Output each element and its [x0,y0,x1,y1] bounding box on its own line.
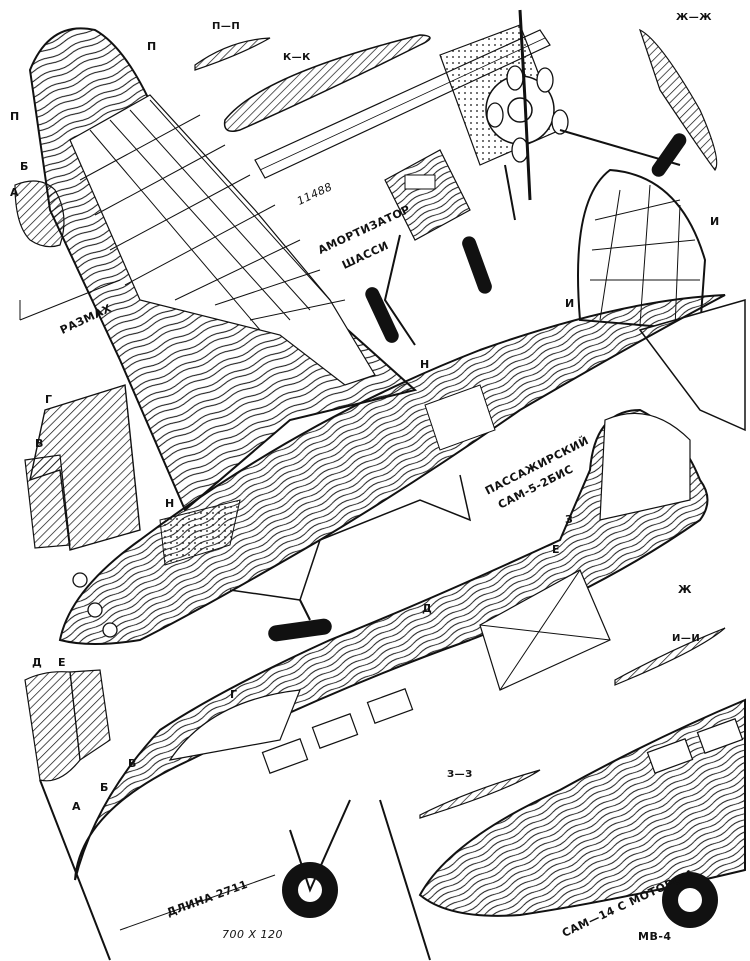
dimension-lines [19,279,276,931]
section-label-i: И—И [672,633,701,644]
marker-g-1: Г [45,393,53,406]
fuselage-sam14-motor [379,698,746,961]
marker-p-1: П [147,40,157,53]
marker-e-1: Е [552,543,561,556]
section-label-p: П—П [212,21,241,32]
marker-e-2: Е [58,656,67,669]
marker-v-1: В [35,437,44,450]
section-label-zh: Ж—Ж [676,12,712,23]
wing-planform [28,27,418,512]
marker-v-2: В [128,757,137,770]
marker-a-2: А [72,800,82,813]
marker-i-2: И [565,297,575,310]
marker-zh: Ж [678,583,692,596]
section-label-k: К—К [283,52,311,63]
engine-front-view [439,9,681,221]
fuselage-sam5 [58,294,726,645]
marker-n-2: Н [165,497,175,510]
size-label: 700 X 120 [222,928,284,941]
tail-fin [577,168,746,432]
section-profiles [14,28,726,819]
marker-b-2: Б [100,781,109,794]
motor-label: МВ-4 [638,930,672,943]
marker-n-1: Н [420,358,430,371]
marker-g-2: Г [230,688,238,701]
marker-d-1: Д [422,602,433,615]
marker-i-1: И [710,215,720,228]
marker-b-1: Б [20,160,29,173]
wheel-blocks [268,133,687,642]
marker-d-2: Д [32,656,43,669]
marker-z: З [565,513,574,526]
fuselage-sam14 [39,408,709,961]
marker-a-1: А [10,186,20,199]
shock-absorber-detail [383,149,471,346]
section-label-z: З—З [447,769,473,780]
marker-p-2: П [10,110,20,123]
